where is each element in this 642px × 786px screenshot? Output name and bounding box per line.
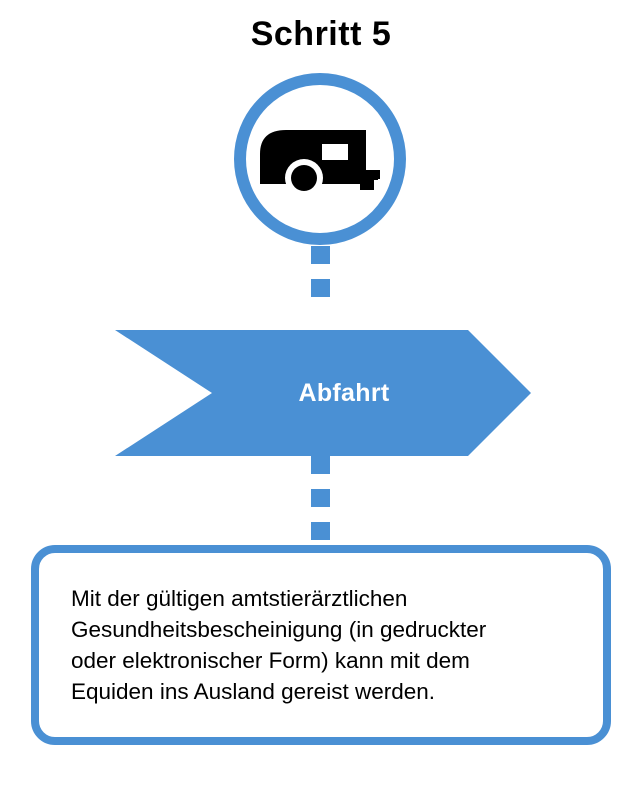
banner-abfahrt[interactable]: Abfahrt <box>115 330 531 456</box>
page-title: Schritt 5 <box>250 15 392 53</box>
banner-label: Abfahrt <box>298 378 390 407</box>
connector-dash <box>311 489 330 507</box>
connector-dash <box>311 246 330 264</box>
connector-dash <box>311 279 330 297</box>
caravan-trailer-icon <box>246 85 394 233</box>
connector-circle-to-banner <box>311 246 330 297</box>
connector-dash <box>311 456 330 474</box>
connector-banner-to-infobox <box>311 456 330 540</box>
connector-dash <box>311 522 330 540</box>
info-box-text: Mit der gültigen amtstierärztlichen Gesu… <box>71 586 487 704</box>
step-icon-circle <box>234 73 406 245</box>
info-box: Mit der gültigen amtstierärztlichen Gesu… <box>31 545 611 745</box>
